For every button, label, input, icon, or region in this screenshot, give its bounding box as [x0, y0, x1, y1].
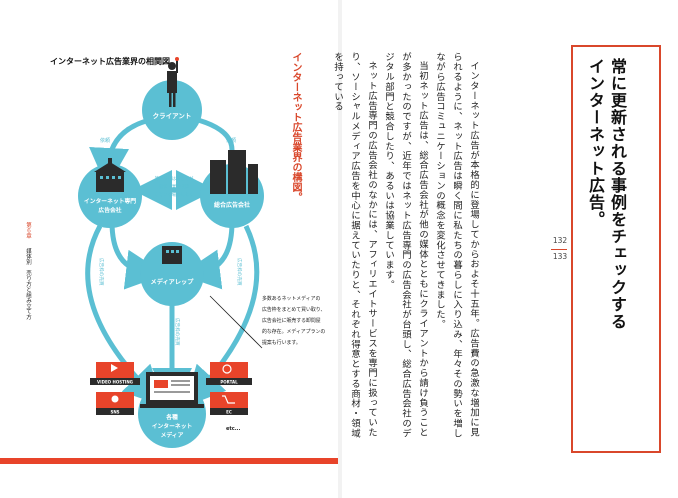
portal-label: PORTAL — [220, 380, 238, 385]
page-number-divider — [551, 249, 567, 250]
page-number-133: 133 — [552, 252, 568, 261]
businessman-icon — [167, 57, 179, 107]
media-label-2: インターネット — [152, 422, 193, 430]
ec-label: EC — [226, 410, 232, 415]
person-icon — [111, 395, 119, 403]
video-hosting-label: VIDEO HOSTING — [97, 380, 133, 385]
media-tag-portal: PORTAL — [206, 362, 252, 385]
title-line-1: 常に更新される事例をチェックする — [608, 58, 627, 330]
bottom-accent-bar — [0, 458, 338, 464]
paragraph-2: 当初ネット広告は、総合広告会社が他の媒体とともにクライアントから請け負うことが多… — [383, 52, 428, 439]
chapter-label: 第６章 — [25, 222, 31, 239]
laptop-icon — [140, 372, 204, 408]
media-tag-video: VIDEO HOSTING — [90, 362, 140, 385]
skyscraper-icon — [210, 150, 258, 194]
office-building-icon — [94, 158, 126, 192]
edge-coop-1: 基本的には競合だが — [155, 175, 194, 182]
edge-buy-left: 広告枠の売買 — [98, 258, 105, 286]
figure-title: インターネット広告業界の相関図 — [50, 57, 170, 66]
net-agency-label-2: 広告会社 — [98, 206, 121, 214]
net-agency-label-1: インターネット専門 — [84, 197, 136, 205]
chapter-title: 媒体別 売り方と組み立て方 — [25, 248, 31, 320]
paragraph-1: インターネット広告が本格的に登場してからおよそ十五年。広告費の急激な増加に見られ… — [434, 52, 479, 439]
search-icon — [222, 364, 232, 374]
note-line-2: 広告枠をまとめて買い取り、 — [262, 306, 325, 313]
edge-order-left: 依頼 — [100, 137, 110, 144]
node-media-rep: メディアレップ — [140, 242, 204, 306]
client-label: クライアント — [153, 111, 192, 120]
paragraph-3: ネット広告専門の広告会社のなかには、アフィリエイトサービスを専門に扱っていたり、… — [332, 52, 377, 439]
node-net-agency: インターネット専門 広告会社 — [78, 158, 142, 228]
general-agency-label: 総合広告会社 — [214, 201, 250, 209]
correlation-diagram: クライアント インターネット専門 広告会社 総合広告会社 — [78, 57, 325, 448]
media-label-1: 各種 — [165, 413, 178, 421]
page-title: 常に更新される事例をチェックする インターネット広告。 — [584, 58, 628, 330]
section-subheading: インターネット広告業界の構図。 — [290, 52, 301, 202]
sns-label: SNS — [110, 410, 119, 415]
media-rep-label: メディアレップ — [151, 278, 195, 286]
title-frame — [571, 45, 661, 453]
node-client: クライアント — [142, 57, 202, 140]
edge-order-right: 依頼 — [226, 137, 236, 144]
play-icon — [111, 364, 118, 372]
page-number-132: 132 — [552, 236, 568, 245]
page-gutter — [338, 0, 342, 498]
note-line-5: 提案も行います。 — [262, 339, 301, 346]
body-text: インターネット広告が本格的に登場してからおよそ十五年。広告費の急激な増加に見られ… — [312, 52, 482, 442]
edge-coop-2: 出資・業務提携 — [159, 183, 190, 190]
edge-buy-center: 広告枠の売買 — [174, 318, 181, 346]
media-rep-note: 多数あるネットメディアの 広告枠をまとめて買い取り、 広告会社に販売する卸問屋 … — [262, 295, 325, 346]
edge-buy-right: 広告枠の売買 — [236, 258, 243, 286]
title-line-2: インターネット広告。 — [586, 58, 605, 228]
building-icon — [162, 246, 182, 264]
media-tag-sns: SNS — [96, 392, 134, 415]
annotation-leader — [209, 295, 263, 349]
node-internet-media: 各種 インターネット メディア — [138, 372, 206, 448]
etc-label: etc... — [226, 426, 241, 432]
note-line-4: 的な存在。メディアプランの — [262, 328, 325, 335]
edge-coop-3: している場合もある — [155, 191, 194, 198]
media-tag-ec: EC — [210, 392, 248, 415]
cart-icon — [222, 395, 235, 404]
note-line-3: 広告会社に販売する卸問屋 — [262, 317, 321, 324]
node-general-agency: 総合広告会社 — [200, 150, 264, 228]
media-label-3: メディア — [161, 431, 184, 439]
note-line-1: 多数あるネットメディアの — [262, 295, 320, 302]
